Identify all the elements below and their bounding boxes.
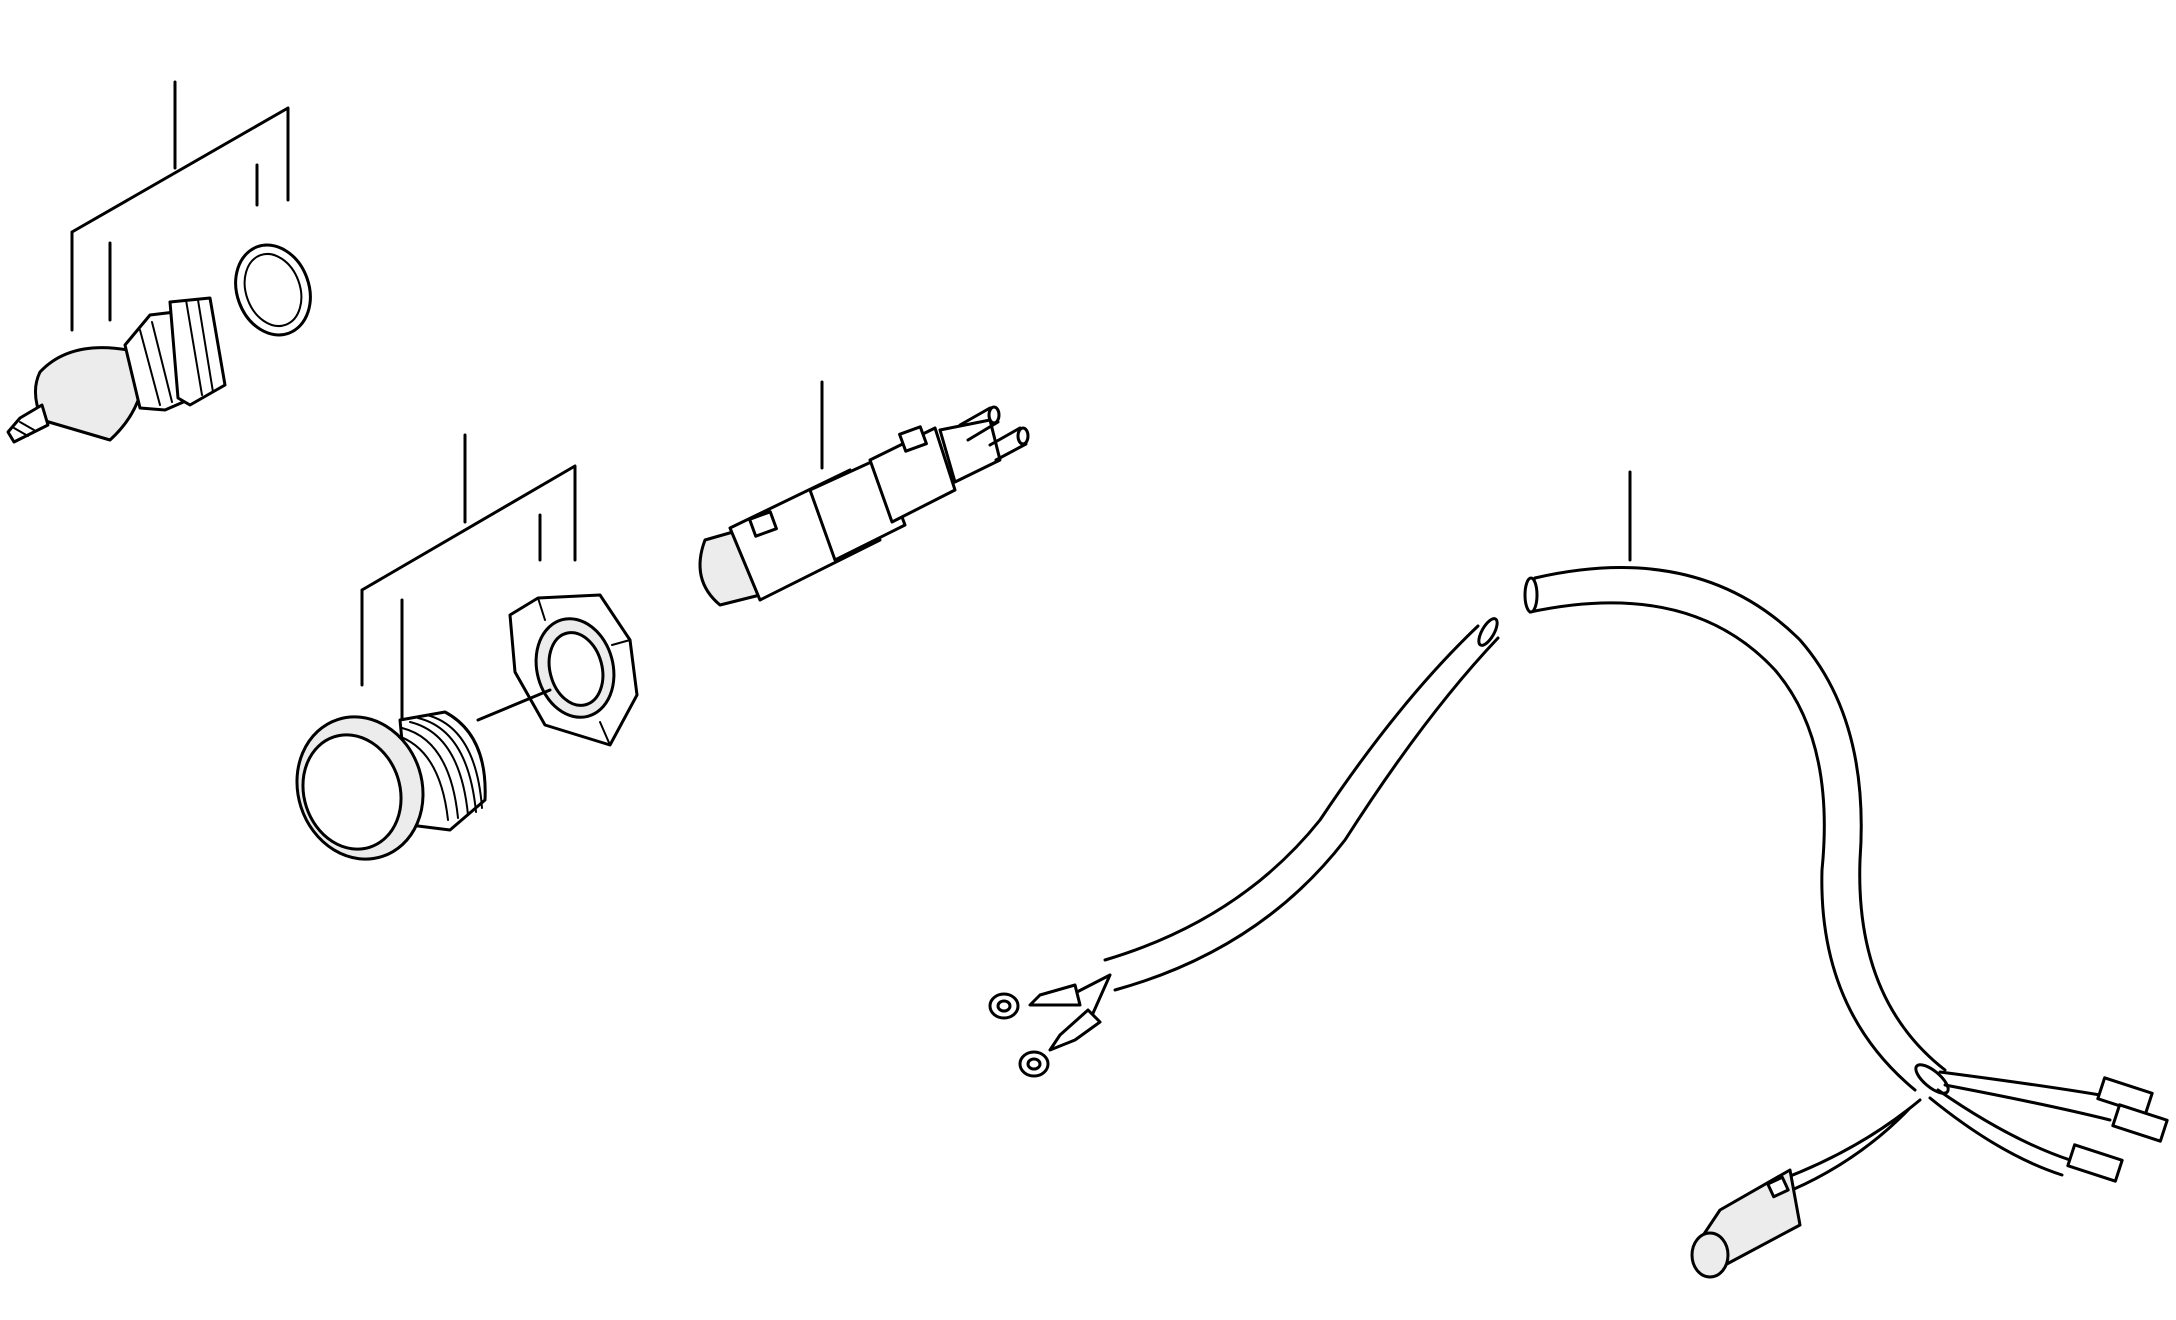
main-cable-segment [1523, 566, 1947, 1092]
part-2-group [295, 433, 639, 861]
o-ring [234, 243, 312, 337]
part-3-group [698, 380, 1030, 607]
callout-1-bracket [70, 80, 290, 332]
part-1-group [6, 80, 312, 444]
cap-to-nut-line [476, 688, 552, 722]
ring-terminals [988, 973, 1112, 1078]
part-4-group [988, 470, 2169, 1279]
lamp-holder [698, 405, 1030, 607]
harness-connectors [1690, 1063, 2169, 1279]
sensor-fitting [6, 296, 227, 444]
hex-nut [508, 593, 639, 747]
threaded-cap [295, 710, 487, 861]
lower-cable-segment [1103, 617, 1500, 992]
callout-2-bracket [360, 433, 577, 722]
